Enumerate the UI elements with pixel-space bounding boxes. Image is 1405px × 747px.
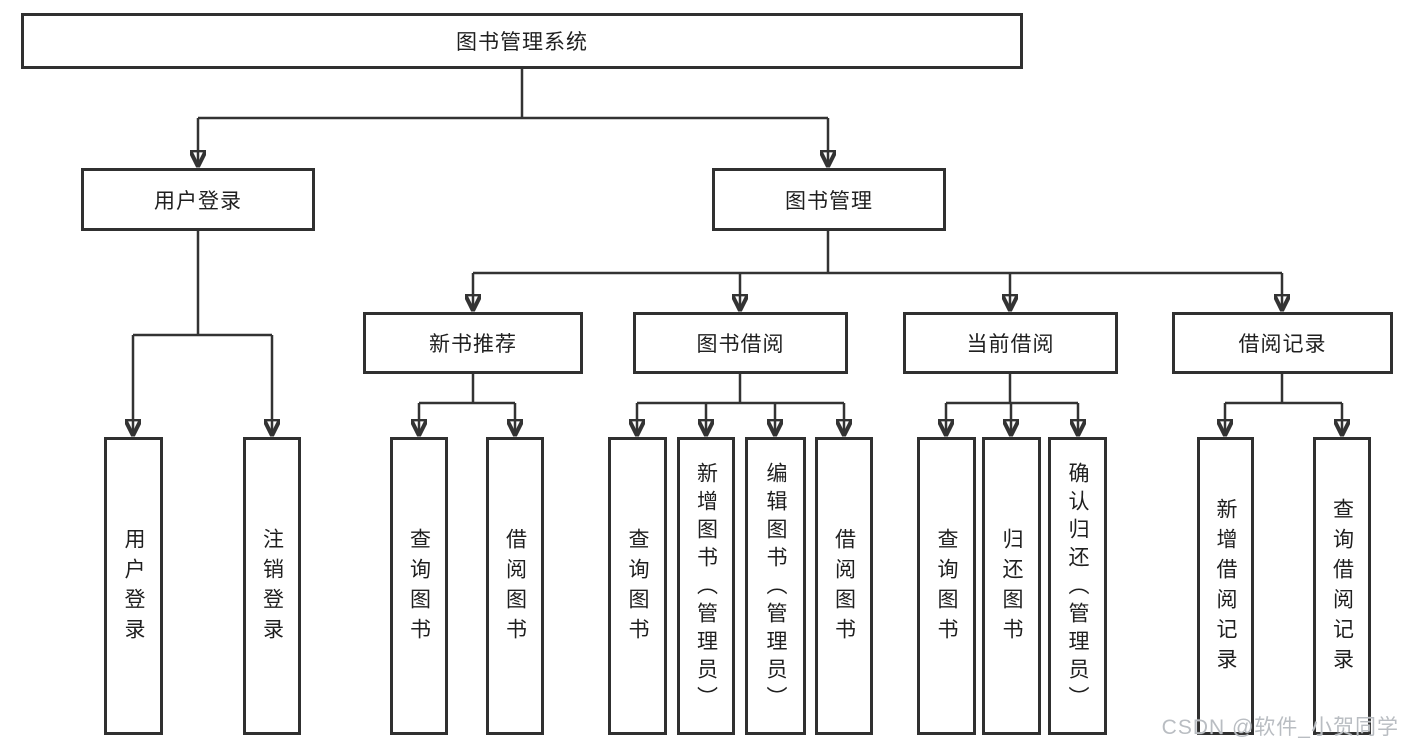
node-current-borrow: 当前借阅 [903,312,1118,374]
leaf-user-login: 用户登录 [104,437,163,735]
node-borrow-records-label: 借阅记录 [1238,333,1327,356]
leaf-borrow-books-1: 借阅图书 [486,437,544,735]
node-book-borrow: 图书借阅 [633,312,848,374]
node-book-management-label: 图书管理 [785,189,873,213]
node-new-book-recommend-label: 新书推荐 [429,333,517,356]
watermark: CSDN @软件_小贺同学 [1161,716,1399,739]
leaf-query-books-3: 查询图书 [917,437,976,735]
node-borrow-records: 借阅记录 [1172,312,1393,374]
connector-current-borrow [946,374,1078,434]
leaf-add-book-admin-label: 新增图书（管理员） [694,462,718,714]
node-user-login: 用户登录 [81,168,315,231]
leaf-add-book-admin: 新增图书（管理员） [677,437,735,735]
leaf-edit-book-admin: 编辑图书（管理员） [745,437,806,735]
leaf-borrow-books-2: 借阅图书 [815,437,873,735]
leaf-query-books-2: 查询图书 [608,437,667,735]
connector-root [198,69,828,165]
node-current-borrow-label: 当前借阅 [966,333,1055,356]
node-user-login-label: 用户登录 [154,189,242,213]
connector-book-borrow [637,374,844,434]
leaf-add-borrow-record: 新增借阅记录 [1197,437,1254,735]
leaf-query-books-2-label: 查询图书 [626,528,649,648]
leaf-query-books-1: 查询图书 [390,437,448,735]
leaf-logout-label: 注销登录 [260,528,284,648]
leaf-add-borrow-record-label: 新增借阅记录 [1214,498,1237,678]
leaf-return-book: 归还图书 [982,437,1041,735]
node-book-management: 图书管理 [712,168,946,231]
node-book-borrow-label: 图书借阅 [696,333,785,356]
leaf-return-book-label: 归还图书 [1000,528,1023,648]
leaf-user-login-label: 用户登录 [122,528,145,648]
leaf-logout: 注销登录 [243,437,301,735]
leaf-confirm-return-admin-label: 确认归还（管理员） [1066,462,1089,714]
connector-user-login [133,231,272,434]
leaf-borrow-books-2-label: 借阅图书 [832,528,856,648]
leaf-query-borrow-record: 查询借阅记录 [1313,437,1371,735]
leaf-edit-book-admin-label: 编辑图书（管理员） [764,462,787,714]
leaf-query-books-1-label: 查询图书 [407,528,431,648]
node-root-label: 图书管理系统 [456,31,588,54]
leaf-confirm-return-admin: 确认归还（管理员） [1048,437,1107,735]
connector-book-management [473,231,1282,309]
leaf-query-borrow-record-label: 查询借阅记录 [1330,498,1354,678]
node-root: 图书管理系统 [21,13,1023,69]
connector-new-book-recommend [419,374,515,434]
node-new-book-recommend: 新书推荐 [363,312,583,374]
connector-borrow-records [1225,374,1342,434]
leaf-borrow-books-1-label: 借阅图书 [503,528,527,648]
leaf-query-books-3-label: 查询图书 [935,528,958,648]
